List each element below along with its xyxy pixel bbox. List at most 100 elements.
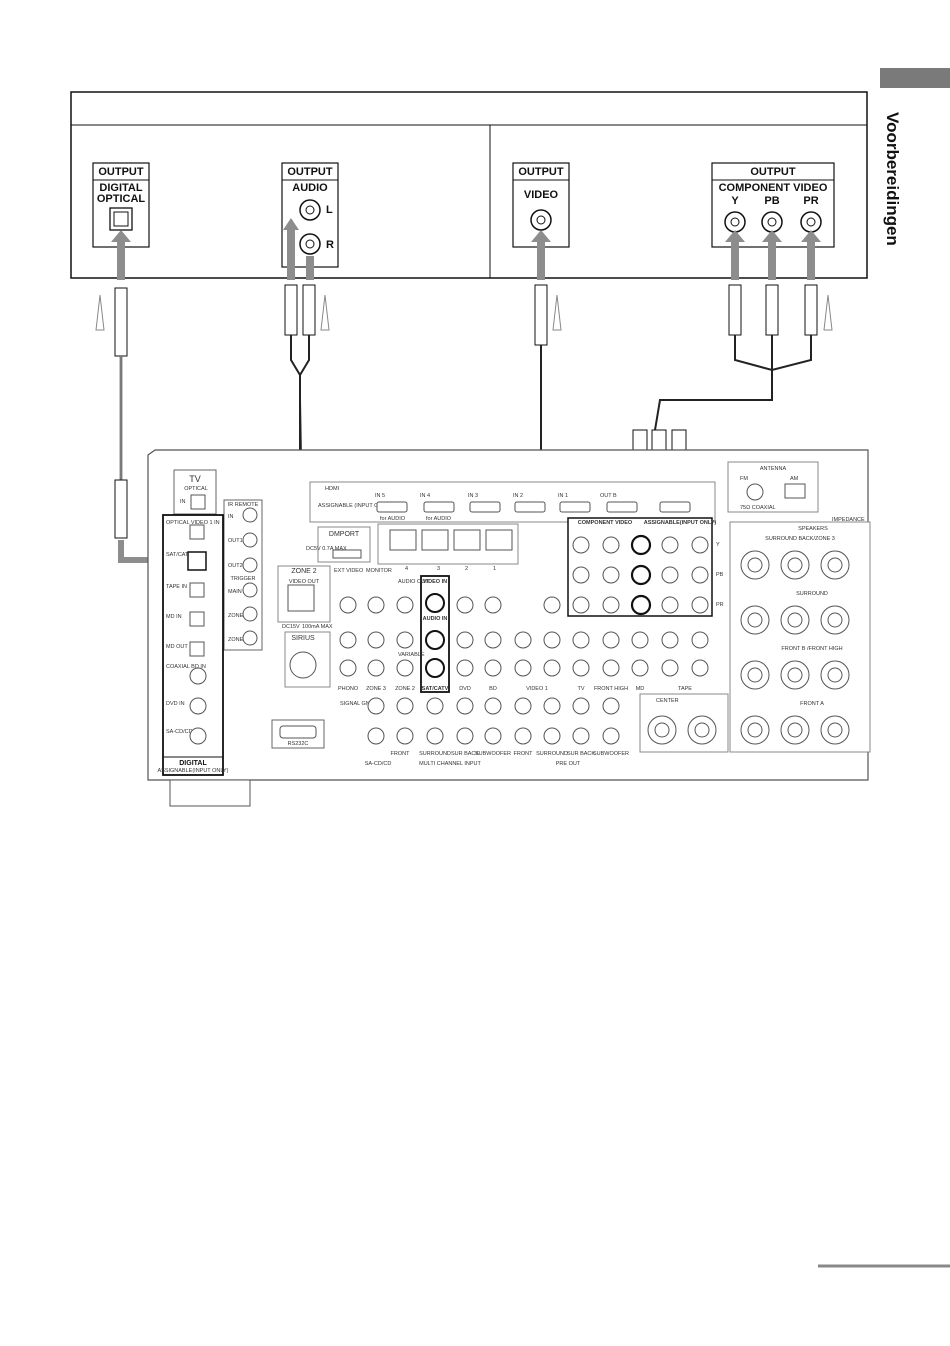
- svg-text:TAPE IN: TAPE IN: [166, 584, 187, 590]
- svg-text:SPEAKERS: SPEAKERS: [798, 526, 828, 532]
- hollow-arrows: [95, 294, 833, 331]
- svg-text:1: 1: [493, 566, 496, 572]
- svg-text:MD IN: MD IN: [166, 614, 182, 620]
- svg-text:ASSIGNABLE (INPUT ONLY): ASSIGNABLE (INPUT ONLY): [318, 503, 391, 509]
- svg-text:PR: PR: [716, 602, 724, 608]
- svg-text:ZONE 2: ZONE 2: [395, 686, 415, 692]
- svg-text:EXT VIDEO: EXT VIDEO: [334, 568, 364, 574]
- svg-text:DMPORT: DMPORT: [329, 531, 360, 538]
- svg-text:IN 3: IN 3: [468, 493, 478, 499]
- svg-text:COAXIAL BD IN: COAXIAL BD IN: [166, 664, 206, 670]
- svg-text:COMPONENT VIDEO: COMPONENT VIDEO: [578, 520, 633, 526]
- output-digital-optical: OUTPUT DIGITAL OPTICAL: [92, 162, 150, 248]
- trigger-title: TRIGGER: [230, 576, 255, 582]
- svg-text:100mA MAX: 100mA MAX: [302, 624, 333, 630]
- svg-text:OUT B: OUT B: [600, 493, 617, 499]
- svg-text:SAT/CATV: SAT/CATV: [422, 686, 449, 692]
- svg-text:4: 4: [405, 566, 408, 572]
- svg-text:SUR BACK: SUR BACK: [451, 751, 479, 757]
- output-label-line2: OPTICAL: [97, 193, 146, 205]
- hdmi-ports: IN 5 IN 4 IN 3 IN 2 IN 1 OUT B for AUDIO…: [375, 493, 691, 522]
- svg-text:SURROUND: SURROUND: [796, 591, 828, 597]
- svg-text:FRONT B /FRONT HIGH: FRONT B /FRONT HIGH: [781, 646, 842, 652]
- svg-text:SA-CD/CD: SA-CD/CD: [365, 761, 392, 767]
- tv-title: TV: [189, 474, 201, 484]
- tv-optical-label: OPTICAL: [184, 486, 208, 492]
- ir-remote-title: IR REMOTE: [228, 502, 259, 508]
- svg-text:DVD IN: DVD IN: [166, 701, 185, 707]
- signal-arrows-up: [111, 218, 821, 280]
- svg-text:AUDIO IN: AUDIO IN: [423, 616, 448, 622]
- svg-text:OPTICAL VIDEO 1 IN: OPTICAL VIDEO 1 IN: [166, 520, 220, 526]
- svg-text:MAIN: MAIN: [228, 589, 242, 595]
- output-audio: OUTPUT AUDIO L R: [281, 162, 339, 268]
- svg-text:VIDEO IN: VIDEO IN: [423, 579, 447, 585]
- svg-text:CENTER: CENTER: [656, 698, 679, 704]
- optical-jack-icon: [190, 494, 206, 510]
- svg-text:MD: MD: [636, 686, 645, 692]
- output-label: VIDEO: [524, 189, 559, 201]
- svg-text:IN 5: IN 5: [375, 493, 385, 499]
- svg-text:OUT1: OUT1: [228, 538, 243, 544]
- svg-text:AUDIO OUT: AUDIO OUT: [398, 579, 429, 585]
- component-pb-label: PB: [764, 195, 779, 207]
- svg-text:RS232C: RS232C: [288, 741, 309, 747]
- svg-text:AM: AM: [790, 476, 799, 482]
- svg-text:BD: BD: [489, 686, 497, 692]
- svg-text:for AUDIO: for AUDIO: [426, 516, 452, 522]
- side-tab-bar: [880, 68, 950, 88]
- svg-text:IN 1: IN 1: [558, 493, 568, 499]
- tv-in-label: IN: [180, 499, 186, 505]
- svg-text:TV: TV: [577, 686, 584, 692]
- svg-text:SAT/CATV IN: SAT/CATV IN: [166, 552, 199, 558]
- svg-text:ZONE2: ZONE2: [228, 613, 246, 619]
- svg-text:ZONE 3: ZONE 3: [366, 686, 386, 692]
- svg-text:SIGNAL GND: SIGNAL GND: [340, 701, 374, 707]
- svg-text:PRE OUT: PRE OUT: [556, 761, 581, 767]
- audio-left-label: L: [326, 204, 333, 216]
- svg-text:SUBWOOFER: SUBWOOFER: [475, 751, 511, 757]
- svg-text:IMPEDANCE: IMPEDANCE: [832, 517, 865, 523]
- svg-text:SURROUND: SURROUND: [536, 751, 568, 757]
- svg-text:IN 2: IN 2: [513, 493, 523, 499]
- analog-jacks: [339, 596, 709, 745]
- output-label-line1: DIGITAL: [99, 182, 142, 194]
- svg-text:DC15V: DC15V: [282, 624, 300, 630]
- svg-text:DIGITAL: DIGITAL: [179, 760, 207, 767]
- component-y-label: Y: [731, 195, 739, 207]
- component-pr-label: PR: [803, 195, 818, 207]
- svg-text:ASSIGNABLE(INPUT ONLY): ASSIGNABLE(INPUT ONLY): [644, 520, 717, 526]
- svg-text:IN: IN: [228, 514, 234, 520]
- audio-right-label: R: [326, 239, 334, 251]
- svg-text:PHONO: PHONO: [338, 686, 359, 692]
- svg-text:VIDEO OUT: VIDEO OUT: [289, 579, 320, 585]
- svg-text:SURROUND: SURROUND: [419, 751, 451, 757]
- svg-text:PB: PB: [716, 572, 724, 578]
- svg-text:FM: FM: [740, 476, 748, 482]
- side-tab-text: Voorbereidingen: [883, 112, 902, 246]
- svg-text:HDMI: HDMI: [325, 486, 340, 492]
- svg-text:ASSIGNABLE(INPUT ONLY): ASSIGNABLE(INPUT ONLY): [157, 768, 228, 774]
- svg-text:FRONT A: FRONT A: [800, 701, 824, 707]
- svg-text:2: 2: [465, 566, 468, 572]
- receiver-rear-panel: TV OPTICAL IN IR REMOTE IN OUT1 OUT2 TRI…: [147, 449, 871, 807]
- svg-text:IN 4: IN 4: [420, 493, 430, 499]
- svg-text:TAPE: TAPE: [678, 686, 692, 692]
- output-header: OUTPUT: [98, 166, 144, 178]
- svg-text:DVD: DVD: [459, 686, 471, 692]
- output-header: OUTPUT: [750, 166, 796, 178]
- output-label: COMPONENT VIDEO: [719, 182, 828, 194]
- svg-text:SA-CD/CD IN: SA-CD/CD IN: [166, 729, 200, 735]
- svg-text:MONITOR: MONITOR: [366, 568, 392, 574]
- output-header: OUTPUT: [287, 166, 333, 178]
- svg-text:SUBWOOFER: SUBWOOFER: [593, 751, 629, 757]
- svg-text:OUT2: OUT2: [228, 563, 243, 569]
- svg-text:ZONE3: ZONE3: [228, 637, 246, 643]
- output-label: AUDIO: [292, 182, 328, 194]
- svg-text:VIDEO 1: VIDEO 1: [526, 686, 548, 692]
- svg-text:SURROUND BACK/ZONE 3: SURROUND BACK/ZONE 3: [765, 536, 835, 542]
- svg-text:Y: Y: [716, 542, 720, 548]
- svg-text:SUR BACK: SUR BACK: [567, 751, 595, 757]
- svg-text:ANTENNA: ANTENNA: [760, 466, 787, 472]
